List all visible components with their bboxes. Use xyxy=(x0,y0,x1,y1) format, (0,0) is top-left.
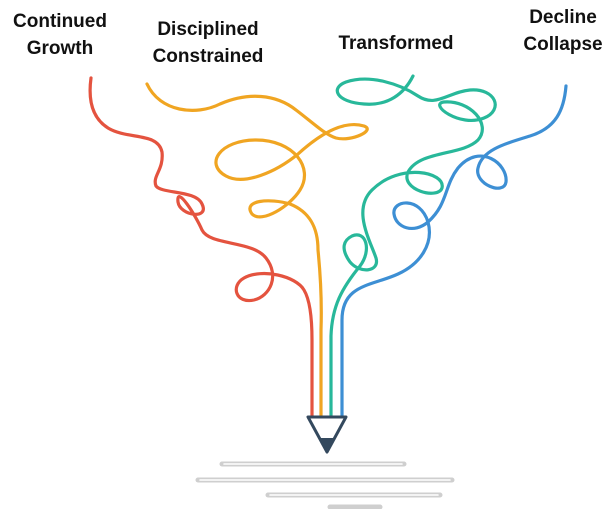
label-continued-growth-line1: Continued xyxy=(13,11,107,32)
label-disciplined-line1: Disciplined xyxy=(157,19,259,40)
strand-decline-collapse xyxy=(340,84,568,420)
label-disciplined-line2: Constrained xyxy=(152,46,264,67)
label-continued-growth-line2: Growth xyxy=(26,38,94,59)
label-decline-line2: Collapse xyxy=(523,34,603,55)
strand-transformed xyxy=(329,74,497,420)
label-disciplined-constrained: Disciplined Constrained xyxy=(138,16,278,70)
label-decline-collapse: Decline Collapse xyxy=(518,4,608,58)
pencil-tip-icon xyxy=(306,415,348,454)
writing-lines xyxy=(195,461,455,509)
label-decline-line1: Decline xyxy=(529,7,597,28)
label-transformed-line1: Transformed xyxy=(338,33,454,54)
strand-continued-growth xyxy=(88,76,314,420)
label-continued-growth: Continued Growth xyxy=(4,8,116,62)
label-transformed: Transformed xyxy=(322,30,470,57)
strand-disciplined-constrained xyxy=(145,82,369,420)
